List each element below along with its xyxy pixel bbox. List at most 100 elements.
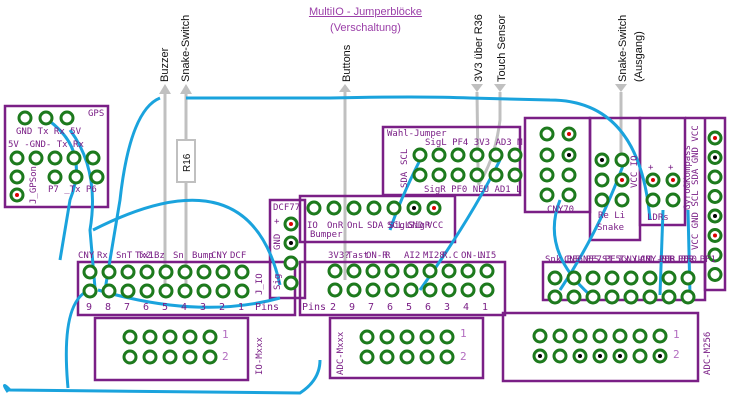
wahl-pad [412,147,428,163]
io-label: CNY [78,251,95,261]
adc-label: AI2 [404,251,420,261]
ldr-pad [665,172,681,188]
adc-label: ON-R [366,251,388,261]
gps-pad [59,110,75,126]
gps-block [3,104,110,209]
m256-header-pad [623,289,639,305]
m256-label: LDR PF1 [678,255,716,265]
wahl-jumper-title: Wahl-Jumper [387,129,447,139]
adc-header-pad [441,263,457,279]
io-connector-pad [122,349,138,365]
bumper-pad [366,200,382,216]
cny70-pad [539,167,555,183]
m256-label: Snk PF6 [545,255,583,265]
wahl-pad [450,167,466,183]
snake-pad [594,192,610,208]
io-header-pad [196,264,212,280]
adc-pins-label: Pins [302,302,326,313]
io-connector-pad [202,349,218,365]
m256-header-pad [642,289,658,305]
adc-pin-number: 3 [444,302,450,313]
io-label: CNY [211,251,228,261]
bumper-pad [326,200,342,216]
adc-connector-pad [379,329,395,345]
m256-connector-pad [532,348,548,364]
pads [9,110,723,365]
cny70-block [523,116,592,214]
snake-pad [594,152,610,168]
adc-label: ON-L [461,251,483,261]
cny70-pad [561,187,577,203]
adc-label: 3V3? [328,251,350,261]
io-connector-pad [142,349,158,365]
adc-header-pad [346,282,362,298]
adc-row-1: 1 [460,327,467,340]
adc-connector-name: ADC-Mxxx [336,331,346,375]
gps-pad [28,150,44,166]
io-pin-number: 5 [162,302,168,313]
m256-connector-pad [552,348,568,364]
m256-label: CNY-L1 PF3 [621,255,675,265]
m256-header-pad [661,289,677,305]
io-row-1: 1 [222,328,229,341]
dcf77-pad [283,275,299,291]
m256-connector-pad [652,328,668,344]
adc-connector-pad [439,329,455,345]
m256-connector-pad [552,328,568,344]
gyro-pad [707,189,723,204]
gps-pad [9,187,25,203]
dcf77-gnd: GND [273,234,283,250]
m256-connector-pad [592,328,608,344]
cny70-title: CNY70 [547,205,574,215]
dcf77-pad [283,255,299,271]
adc-header-pad [327,282,343,298]
m256-header-pad [604,289,620,305]
adc-header-pad [384,282,400,298]
io-pin-number: 1 [238,302,244,313]
m256-connector-pad [632,348,648,364]
wahl-pad [469,147,485,163]
gps-pad [9,169,25,185]
resistor-label: R16 [182,153,193,172]
io-jumper-label: J_IO [255,273,265,295]
m256-header-pad [680,270,696,286]
io-connector-pad [182,349,198,365]
arrow-icons [159,84,627,94]
gyro-title: Gyro&Kompass [683,145,693,210]
ldrs-block [638,116,687,227]
m256-label: CNE PF7 [564,255,602,265]
ldr-plus-2: + [668,163,674,173]
m256-connector-pad [652,348,668,364]
io-connector-pad [182,329,198,345]
io-header-pad [215,264,231,280]
wahl-top-labels: SigL PF4 3V3 AD3 M [425,138,523,148]
io-pin-number: 4 [181,302,187,313]
bumper-pad [386,200,402,216]
gps-pad [17,110,33,126]
wahl-pad [412,167,428,183]
snake-pad [614,172,630,188]
page-subtitle: (Verschaltung) [330,22,401,34]
bumper-label: VCC [427,221,443,231]
dcf77-sig: Sig [273,274,283,290]
io-connector-name: IO-Mxxx [255,336,265,375]
io-pin-number: 9 [86,302,92,313]
bumper-pad [406,200,422,216]
adc-connector-pad [399,349,415,365]
bumper-title: Bumper [310,230,343,240]
ldrs-title: LDRs [647,213,669,223]
wahl-pad [431,167,447,183]
cny70-pad [539,187,555,203]
io-connector-block [93,316,250,382]
wahl-sda: SDA [400,171,410,188]
adc-connector-pad [419,329,435,345]
ldr-pad [665,192,681,208]
adc-label: R [385,251,391,261]
m256-label: LDR PF0 [659,255,697,265]
bumper-label: OnR [327,221,344,231]
page-title: MultiIO - Jumperblöcke [308,6,423,18]
wahl-pad [507,167,523,183]
io-header-pad [120,264,136,280]
io-header-pad [234,283,250,299]
